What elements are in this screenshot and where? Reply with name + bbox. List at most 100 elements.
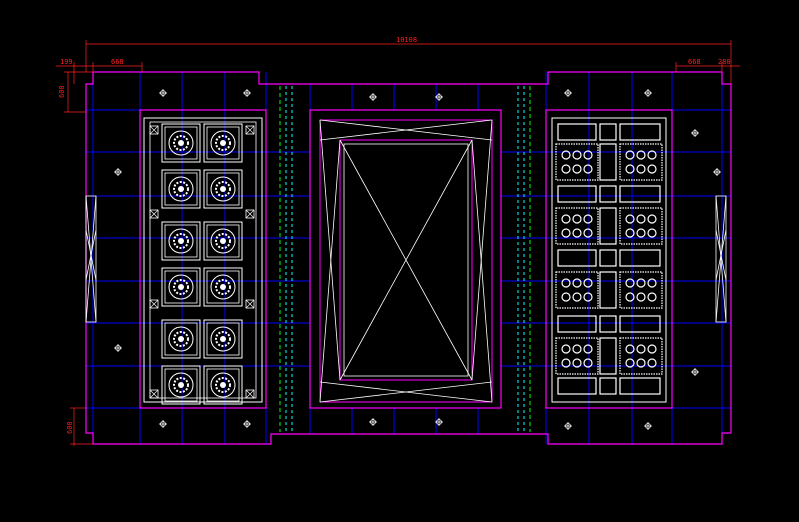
lattice-motif xyxy=(572,358,582,368)
ornament-center xyxy=(220,382,226,388)
ornament-tile xyxy=(203,169,243,209)
ornament-rosette xyxy=(173,135,189,151)
corner-block xyxy=(149,299,159,309)
lattice-motif xyxy=(572,228,582,238)
frame-bar xyxy=(619,315,661,333)
light-strip-right xyxy=(517,86,531,432)
right-panel-border xyxy=(545,109,673,409)
lattice-panel xyxy=(555,337,599,375)
corner-block-x xyxy=(245,389,255,399)
ornament-tile-inner xyxy=(164,322,198,356)
ornament-rosette xyxy=(173,377,189,393)
ornament-circle xyxy=(210,130,236,156)
ornament-center xyxy=(220,284,226,290)
lattice-motif xyxy=(572,214,582,224)
ornament-rosette xyxy=(215,181,231,197)
lattice-motif xyxy=(583,278,593,288)
lattice-motif xyxy=(583,292,593,302)
frame-bar xyxy=(557,185,597,203)
lattice-panel xyxy=(619,337,663,375)
frame-vertical xyxy=(599,207,617,245)
frame-bar xyxy=(557,315,597,333)
lattice-motif xyxy=(625,344,635,354)
lattice-motif xyxy=(636,358,646,368)
ornament-center xyxy=(178,140,184,146)
dimension-labels: 10108 199 668 668 280 600 600 xyxy=(58,36,731,434)
lattice-motif xyxy=(561,214,571,224)
corner-block-x xyxy=(149,299,159,309)
lattice-motif xyxy=(647,150,657,160)
left-panel-inner xyxy=(143,117,263,403)
lattice-motif xyxy=(561,344,571,354)
center-panel-mid xyxy=(319,119,493,403)
corner-block-x xyxy=(149,209,159,219)
ornament-tile xyxy=(161,365,201,405)
overall-width-label: 10108 xyxy=(396,36,417,44)
ornament-tile-inner xyxy=(164,172,198,206)
ornament-tile xyxy=(161,169,201,209)
ornament-center xyxy=(220,140,226,146)
frame-square xyxy=(599,315,617,333)
frame-bar xyxy=(619,249,661,267)
lattice-motif xyxy=(625,228,635,238)
lattice-motif xyxy=(636,214,646,224)
right-vent xyxy=(715,195,727,323)
frame-bar xyxy=(557,249,597,267)
corner-block-x xyxy=(245,299,255,309)
ornament-circle xyxy=(210,176,236,202)
lattice-motif xyxy=(583,358,593,368)
frame-vertical xyxy=(599,337,617,375)
ornament-circle xyxy=(210,326,236,352)
ornament-center xyxy=(220,336,226,342)
ornament-tile xyxy=(161,123,201,163)
center-panel-inner xyxy=(339,139,473,381)
ornament-circle xyxy=(210,228,236,254)
frame-bar xyxy=(557,123,597,141)
ornament-tile-inner xyxy=(164,126,198,160)
top-height-label: 600 xyxy=(58,85,66,98)
corner-block xyxy=(149,125,159,135)
ornament-circle xyxy=(168,228,194,254)
ornament-tile xyxy=(203,319,243,359)
ornament-rosette xyxy=(173,279,189,295)
ornament-tile-inner xyxy=(206,368,240,402)
lattice-motif xyxy=(561,358,571,368)
ornament-rosette xyxy=(215,135,231,151)
lattice-motif xyxy=(572,344,582,354)
frame-bar xyxy=(557,377,597,395)
ornament-rosette xyxy=(215,279,231,295)
center-panel-outer xyxy=(309,109,502,409)
lattice-motif xyxy=(572,150,582,160)
lattice-motif xyxy=(561,278,571,288)
lattice-motif xyxy=(572,164,582,174)
ornament-tile xyxy=(161,221,201,261)
right-width-label: 668 xyxy=(688,58,701,66)
corner-block xyxy=(149,209,159,219)
center-diagonals xyxy=(319,119,493,403)
ornament-circle xyxy=(210,274,236,300)
right-panel-inner xyxy=(551,117,667,403)
lattice-motif xyxy=(647,358,657,368)
lattice-panel xyxy=(619,143,663,181)
ornament-center xyxy=(220,186,226,192)
lattice-panel xyxy=(555,143,599,181)
frame-bar xyxy=(619,123,661,141)
frame-vertical xyxy=(599,271,617,309)
lattice-panel xyxy=(555,271,599,309)
ornament-rosette xyxy=(215,331,231,347)
lattice-motif xyxy=(647,164,657,174)
lattice-motif xyxy=(625,358,635,368)
ornament-tile xyxy=(161,267,201,307)
outer-outline xyxy=(85,71,732,445)
right-ornament-panels xyxy=(555,123,663,395)
corner-block-x xyxy=(149,389,159,399)
lattice-motif xyxy=(647,344,657,354)
ornament-center xyxy=(178,238,184,244)
downlights xyxy=(114,89,721,430)
ornament-circle xyxy=(168,372,194,398)
ornament-center xyxy=(220,238,226,244)
corner-block xyxy=(245,299,255,309)
corner-block xyxy=(245,125,255,135)
